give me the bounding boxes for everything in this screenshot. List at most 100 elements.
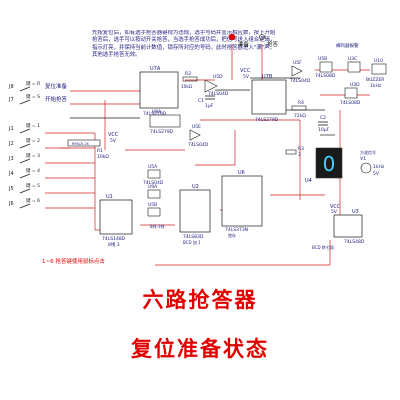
priority-note: 8线-3线 [150,223,165,229]
v1-freq: 1kHz [373,164,385,170]
bcd-add-note: BCD 加 1 [183,239,201,245]
wires-black [70,77,335,136]
r4-value: 72kΩ [294,113,306,119]
vcc-label: VCC [240,68,251,74]
switch-group: J8 键 = R J7 键 = S J1 键 = 1 J2 键 = 2 J3 键… [8,80,40,209]
gate-u9a: U9A [147,184,161,199]
chip-u8a: U8A 74LS279D [149,109,181,135]
chip-ref: U3 [352,209,359,215]
switch-ref: J4 [8,171,14,177]
u5a-part: 74LS04D [143,180,164,186]
buzzer-note: 蜂鸣器报警 [336,42,359,49]
resistor-r3: R3 3 [285,146,304,158]
switch-ref: J1 [8,126,14,132]
r3-value: 3 [298,152,301,158]
u3d-ref: U3D [350,82,360,88]
vcc-top: VCC 5V [240,68,251,80]
v1-vpp: 5V [373,171,380,177]
chip-part: 74LS148D [102,236,126,242]
vcc-value: 5V [110,138,117,144]
switch-label: 键 = R [26,80,40,87]
switch-ref: J7 [8,97,14,103]
resistor-r1: R1 10kΩ [97,148,109,160]
switch-label: 键 = 1 [26,122,40,129]
u5e-part: 74LS04D [188,142,209,148]
wires-red [45,44,370,266]
u5d-part: 74LS04D [208,91,229,97]
vcc-label: VCC [330,204,341,210]
answer-led: 抢答 [259,34,279,48]
chip-u7b: U7B 74LS279D [251,74,287,123]
r2-ref: R2 [185,71,191,77]
latch-note: 锁存 [228,232,236,238]
c1-value: 1µF [205,103,214,109]
chip-part: 74LS279D [255,117,279,123]
capacitor-c1: C1 1µF [198,95,215,109]
switch-label: 键 = 4 [26,167,40,174]
switch-ref: J2 [8,141,14,147]
switch-label: 键 = 3 [26,152,40,159]
r4-ref: R4 [298,100,304,106]
gate-u5e: U5E 74LS04D [188,124,209,148]
u9b-ref: U5B [148,202,157,208]
u5f-part: 74LS04D [290,78,311,84]
chip-u2: U2 74LS83D BCD 加 1 [179,184,211,245]
buzzer-u10: 蜂鸣器报警 U10 BUZZER 1kHz [336,42,387,89]
capacitor-c2: C2 10µF [318,115,330,133]
reset-label: 复位准备 [45,82,68,90]
switch-j8[interactable]: J8 键 = R [8,80,40,92]
rpack-label: RPACK 2k [72,142,90,146]
switch-j6[interactable]: J6 键 = 6 [8,197,40,209]
clock-source-v1: 方波信号 V1 1kHz 5V [360,149,385,177]
start-label: 开始抢答 [45,95,68,103]
c2-value: 10µF [318,127,330,133]
chip-u6: U6 74LS373N 锁存 [221,170,263,238]
ready-led: 准备 [228,33,250,48]
gate-u5b: U5B 74LS08D [315,56,336,79]
u5b-ref: U5B [318,56,327,62]
switch-j1[interactable]: J1 键 = 1 [8,122,40,134]
u5b-part: 74LS08D [315,73,336,79]
chip-ref: U7B [262,74,273,80]
vcc-label: VCC [108,132,119,138]
u5e-ref: U5E [192,124,201,130]
chip-ref: U1 [106,194,113,200]
chip-ref: U8A [152,109,162,115]
r1-value: 10kΩ [97,154,109,160]
switch-j5[interactable]: J5 键 = 5 [8,182,40,194]
gate-u3d: U3D 74LS08D [340,82,361,106]
bcd-decode-note: BCD 转七段 [312,244,334,250]
u10-ref: U10 [374,58,383,64]
switch-j3[interactable]: J3 键 = 3 [8,152,40,164]
r3-ref: R3 [298,146,304,152]
chip-part: 74LS373N [225,227,248,233]
v1-ref: V1 [360,156,366,162]
switch-j4[interactable]: J4 键 = 4 [8,167,40,179]
gate-u5f: U5F 74LS04D [290,60,311,84]
square-wave-icon [360,162,372,174]
switch-j7[interactable]: J7 键 = S [8,93,40,105]
chip-ref: U2 [192,184,199,190]
answer-led-label: 抢答 [267,40,279,48]
chip-note: 8线 3 [108,241,120,248]
switch-j2[interactable]: J2 键 = 2 [8,137,40,149]
chip-ref: U6 [238,170,245,176]
switch-label: 键 = 2 [26,137,40,144]
u4-ref: U4 [305,178,312,184]
chip-part: 74LS279D [143,111,167,117]
switch-ref: J6 [8,201,14,207]
gate-u5d: U5D 74LS04D [204,74,229,97]
title-main: 六路抢答器 [142,288,258,312]
chip-part: 74LS48D [344,239,365,245]
u3c-ref: U3C [348,56,357,62]
r1-ref: R1 [97,148,103,154]
buzzer-icon [371,63,387,75]
switch-ref: J5 [8,186,14,192]
c1-ref: C1 [198,98,204,104]
u3d-part: 74LS08D [340,100,361,106]
clock-note: 方波信号 [360,149,376,155]
switch-label: 键 = 5 [26,182,40,189]
resistor-r4: R4 72kΩ [291,100,306,119]
